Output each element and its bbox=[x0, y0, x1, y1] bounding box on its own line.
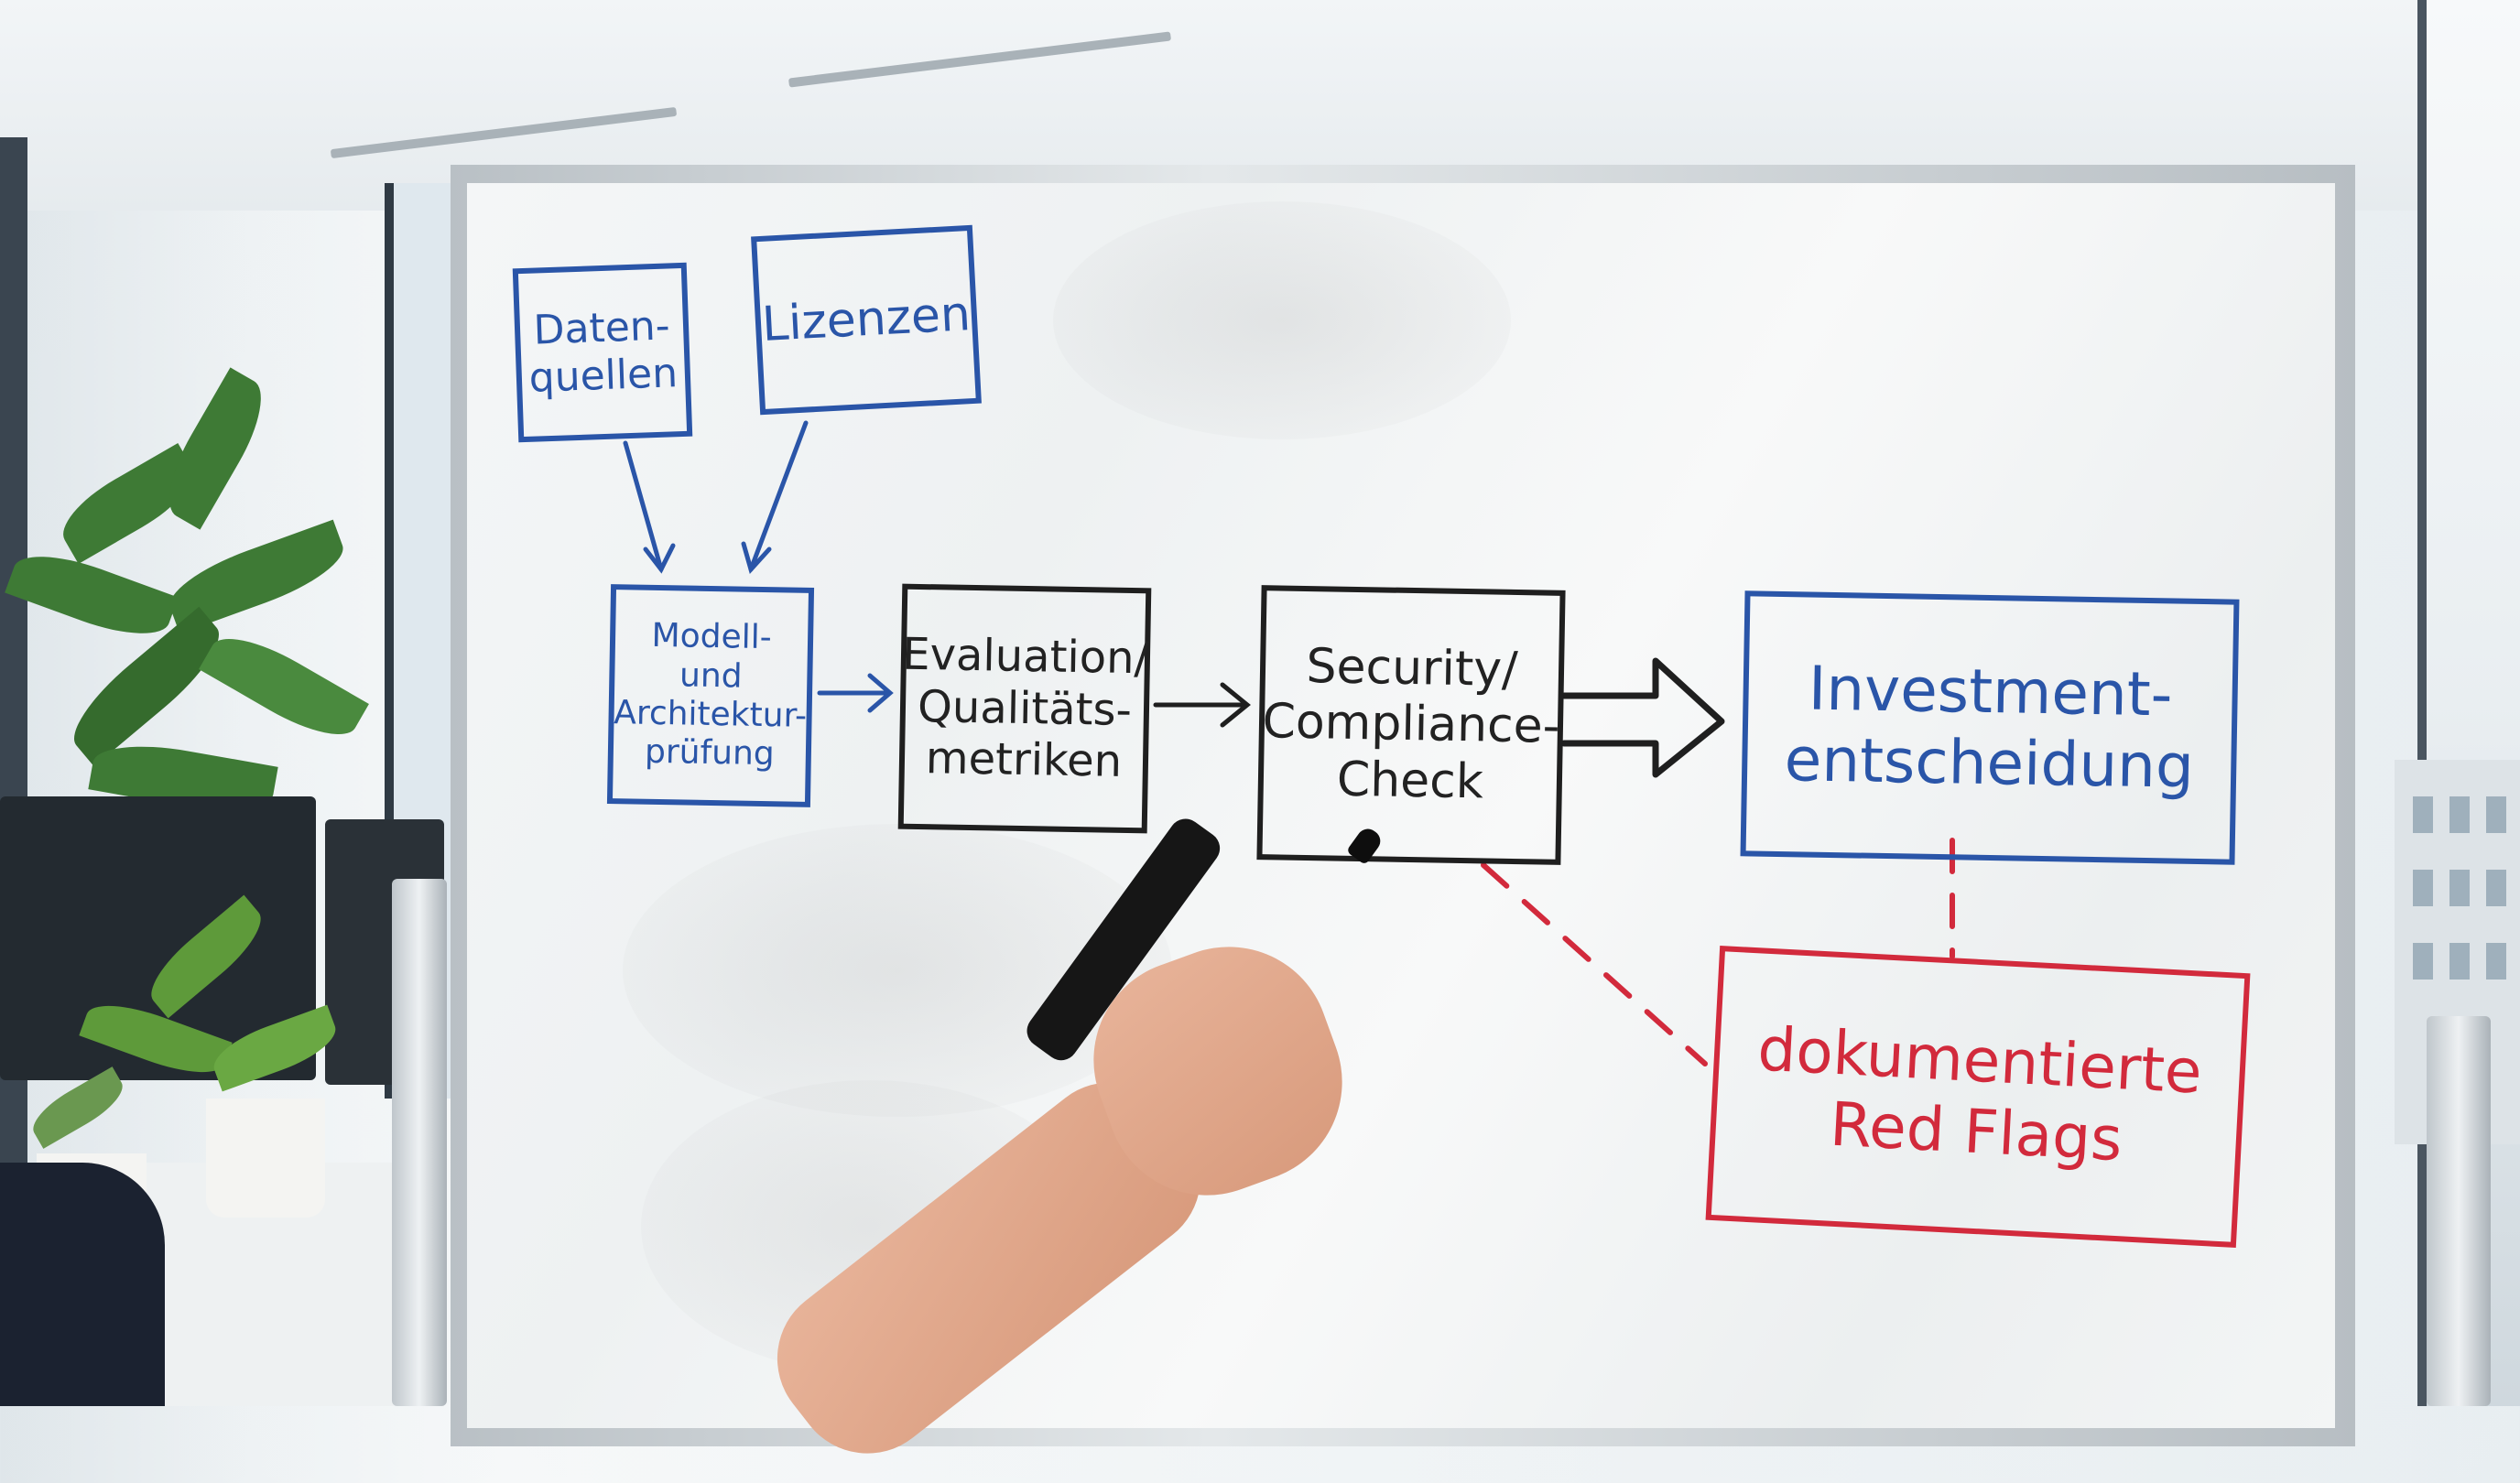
node-investmententscheidung: Investment- entscheidung bbox=[1740, 590, 2240, 865]
node-label: Modell- und Architektur- prüfung bbox=[613, 616, 808, 774]
whiteboard-stand-left bbox=[392, 879, 447, 1406]
node-label: Investment- entscheidung bbox=[1784, 653, 2195, 802]
node-modell-architekturpruefung: Modell- und Architektur- prüfung bbox=[606, 584, 815, 807]
node-evaluation-qualitaetsmetriken: Evaluation/ Qualitäts- metriken bbox=[897, 583, 1152, 834]
node-label: Evaluation/ Qualitäts- metriken bbox=[901, 628, 1150, 788]
node-lizenzen: Lizenzen bbox=[751, 224, 982, 416]
node-datenquellen: Daten- quellen bbox=[512, 262, 693, 443]
window-frame-left bbox=[0, 137, 27, 1327]
whiteboard-stand-right bbox=[2427, 1016, 2491, 1406]
eraser-smudge bbox=[1053, 201, 1511, 439]
node-security-compliance-check: Security/ Compliance- Check bbox=[1256, 585, 1566, 865]
node-label: Lizenzen bbox=[760, 286, 972, 352]
node-dokumentierte-red-flags: dokumentierte Red Flags bbox=[1705, 946, 2251, 1248]
person-sleeve bbox=[0, 1163, 165, 1406]
whiteboard bbox=[467, 183, 2335, 1428]
node-label: Daten- quellen bbox=[527, 302, 679, 402]
node-label: dokumentierte Red Flags bbox=[1755, 1013, 2204, 1175]
node-label: Security/ Compliance- Check bbox=[1262, 638, 1560, 810]
